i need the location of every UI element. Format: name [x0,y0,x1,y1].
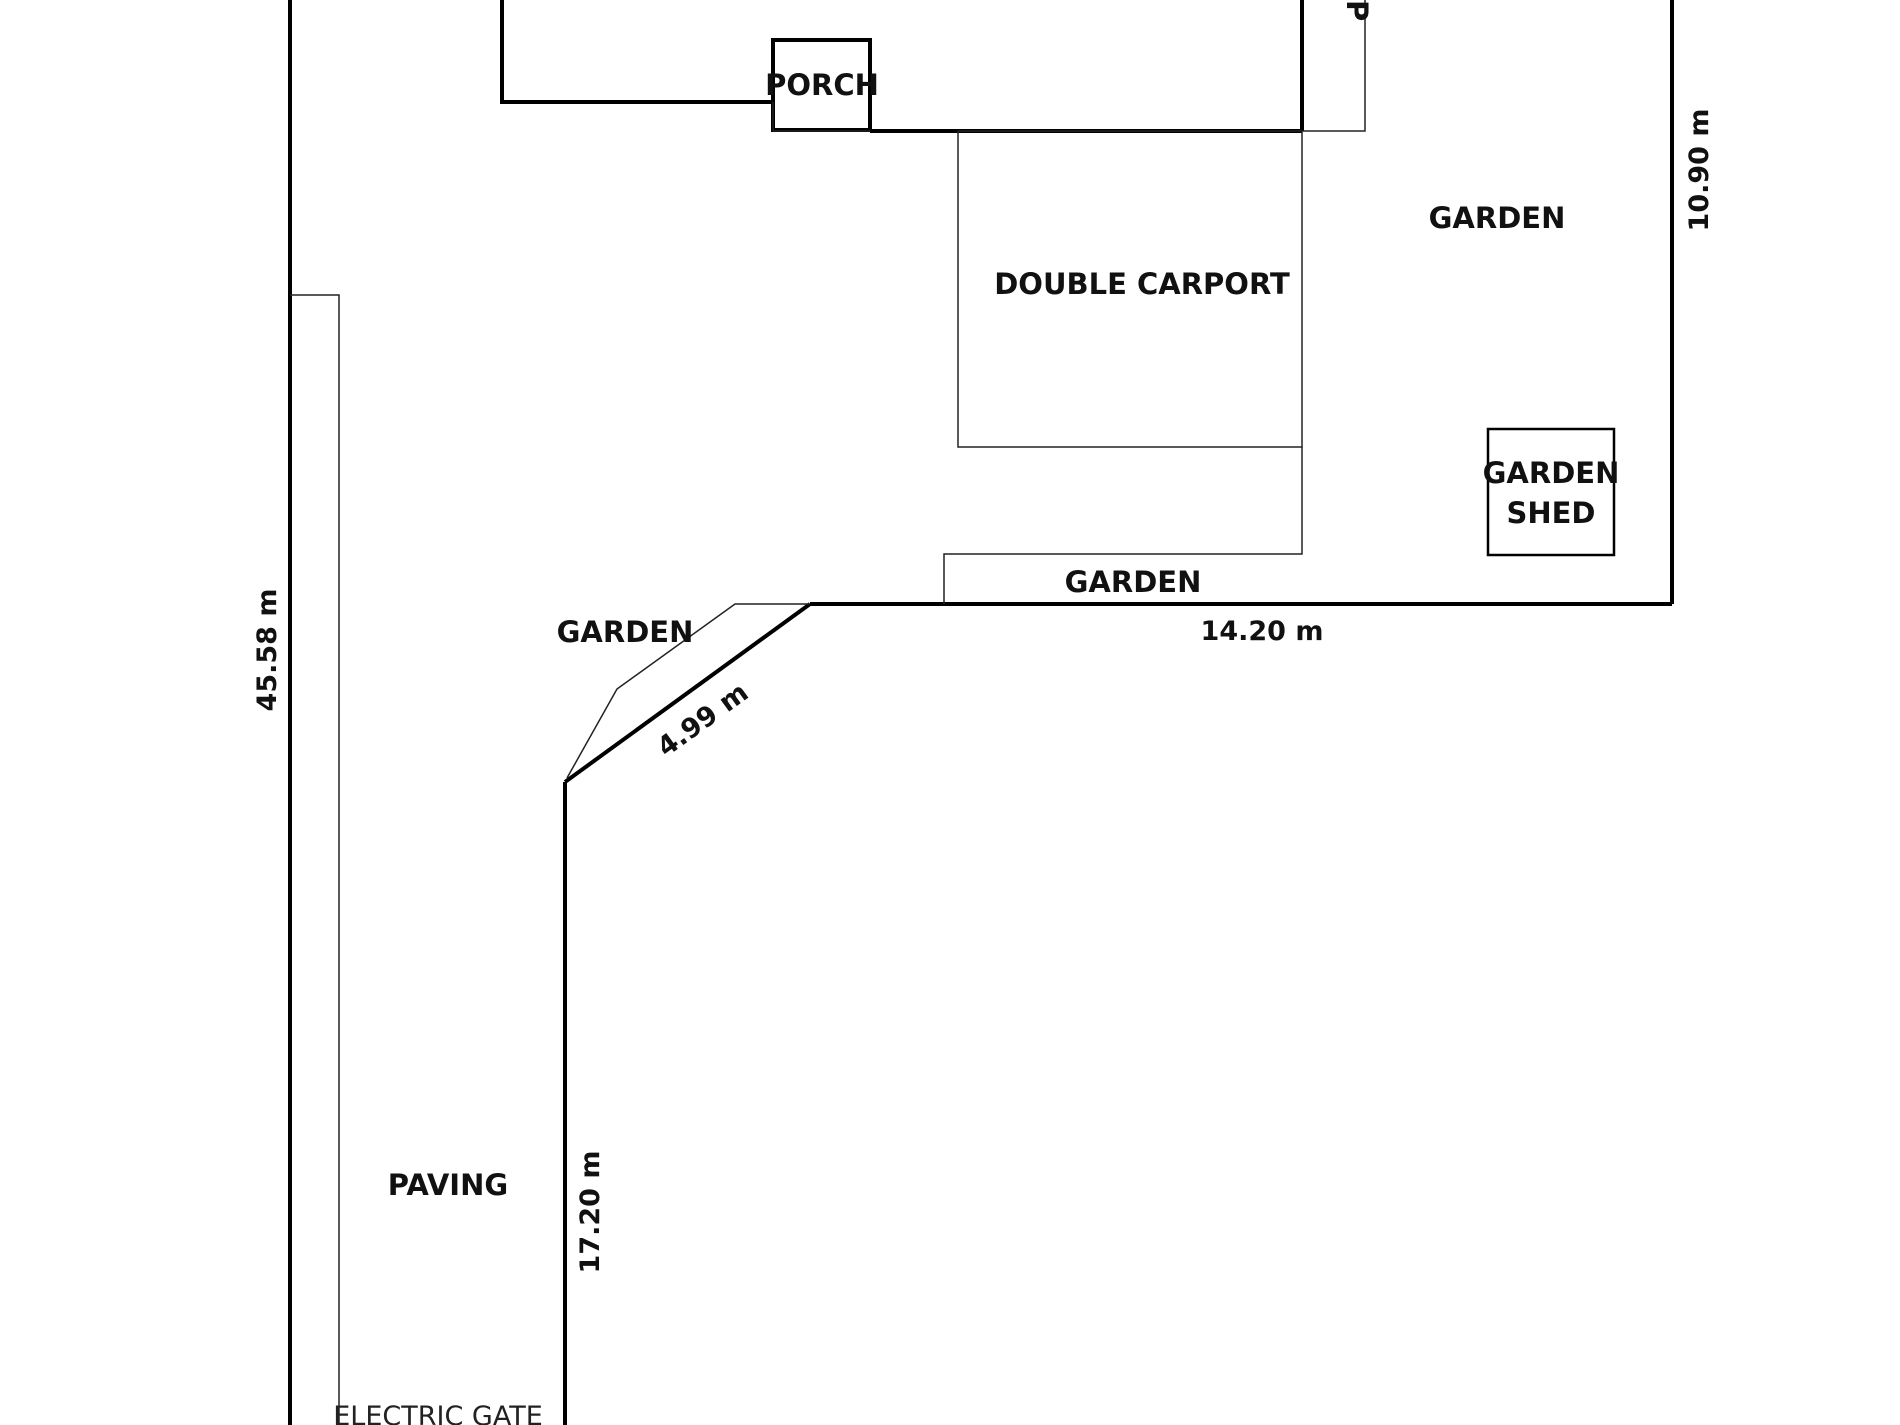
left-boundary-dimension: 45.58 m [252,589,283,712]
garden-middle-outline [943,447,1303,604]
plot-boundary [288,0,1674,1425]
porch-label: PORCH [765,68,879,102]
top-partial-label: P [1340,0,1374,21]
diagonal-boundary-line [563,602,812,784]
electric-gate-label: ELECTRIC GATE [333,1401,543,1425]
garden-shed-label-line1: GARDEN [1483,456,1620,490]
paving-strip [290,294,340,1425]
bottom-boundary-dimension: 14.20 m [1201,616,1324,647]
path-strip-top-right [1302,0,1366,132]
right-boundary-dimension: 10.90 m [1684,109,1715,232]
porch-box [771,38,872,132]
garden-middle-label: GARDEN [1065,565,1202,599]
garden-top-right-label: GARDEN [1429,201,1566,235]
double-carport-label: DOUBLE CARPORT [994,267,1290,301]
garden-shed-box [1486,427,1616,557]
paving-label: PAVING [388,1168,508,1202]
house-outline [500,0,1304,133]
house-wall-left [500,0,773,104]
diagonal-boundary-dimension: 4.99 m [652,677,754,763]
garden-left-outline [566,603,810,779]
inner-left-boundary-dimension: 17.20 m [575,1151,606,1274]
double-carport-box [957,130,1303,448]
garden-left-label: GARDEN [557,615,694,649]
thin-lines [290,0,1366,1425]
garden-shed-label-line2: SHED [1506,496,1595,530]
